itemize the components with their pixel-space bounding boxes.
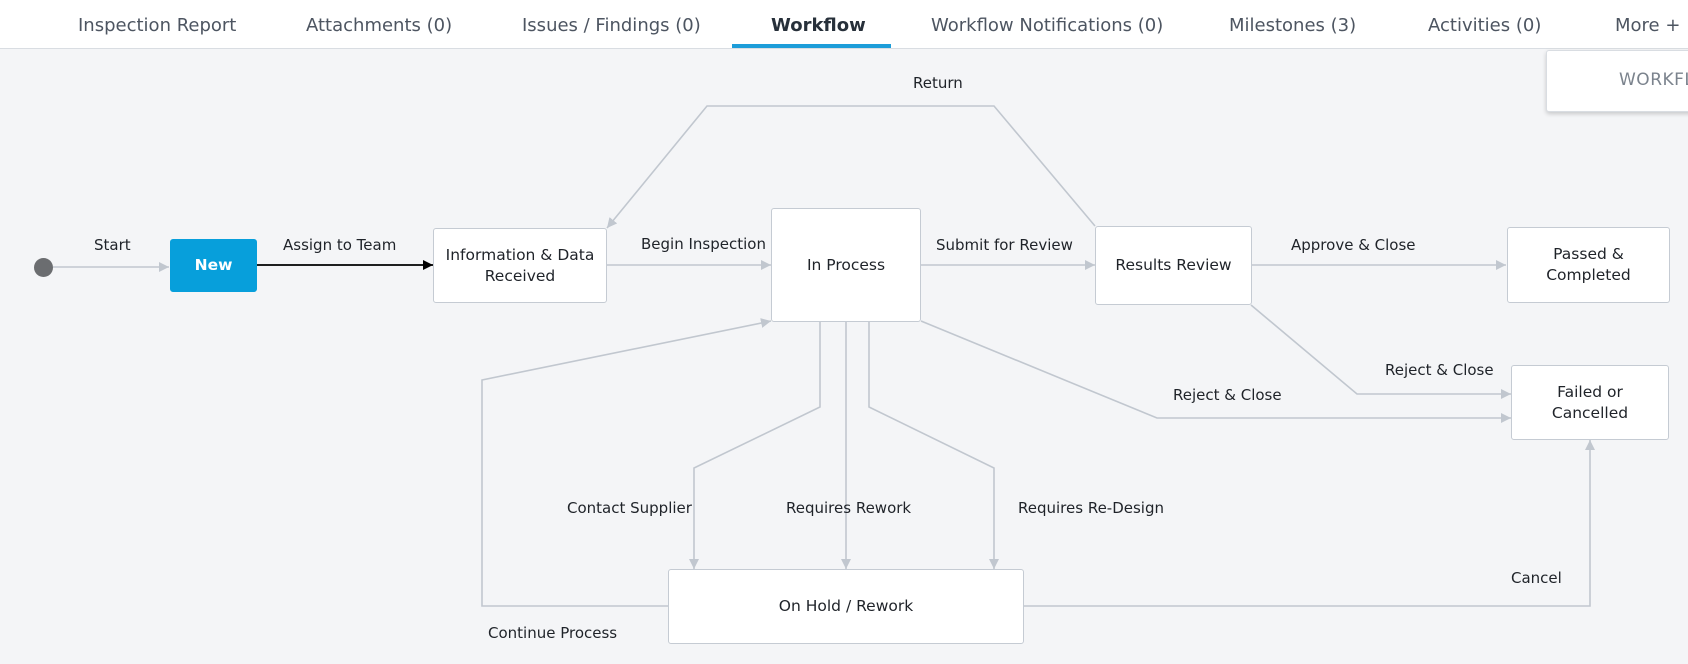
label-reject-close-review: Reject & Close (1385, 361, 1494, 379)
label-return: Return (913, 74, 963, 92)
workflow-side-panel[interactable]: WORKFL (1546, 50, 1688, 112)
connector-contact-supplier (689, 321, 821, 569)
label-contact-supplier: Contact Supplier (567, 499, 692, 517)
side-panel-label: WORKFL (1619, 70, 1688, 90)
label-requires-rework: Requires Rework (786, 499, 912, 517)
connector-continue-process (481, 318, 772, 607)
active-tab-indicator (732, 44, 891, 48)
label-requires-redesign: Requires Re-Design (1018, 499, 1165, 517)
start-node (34, 258, 53, 277)
tab-milestones[interactable]: Milestones (3) (1229, 15, 1357, 36)
tab-bar: Inspection Report Attachments (0) Issues… (0, 0, 1688, 49)
state-info-received[interactable]: Information & Data Received (433, 228, 607, 303)
state-new[interactable]: New (170, 239, 257, 292)
state-failed-cancelled[interactable]: Failed or Cancelled (1511, 365, 1669, 440)
connector-cancel (1023, 440, 1595, 607)
state-results-review[interactable]: Results Review (1095, 226, 1252, 305)
label-assign-team: Assign to Team (283, 236, 397, 254)
connector-reject-process (920, 320, 1511, 423)
label-reject-close-process: Reject & Close (1173, 386, 1282, 404)
tab-workflow[interactable]: Workflow (771, 15, 866, 36)
tab-more[interactable]: More + (1615, 15, 1681, 36)
label-cancel: Cancel (1511, 569, 1562, 587)
state-passed-completed[interactable]: Passed & Completed (1507, 227, 1670, 303)
label-start: Start (94, 236, 131, 254)
tab-attachments[interactable]: Attachments (0) (306, 15, 453, 36)
label-approve-close: Approve & Close (1291, 236, 1416, 254)
connector-requires-redesign (868, 321, 999, 569)
tab-workflow-notifications[interactable]: Workflow Notifications (0) (931, 15, 1164, 36)
label-continue-process: Continue Process (488, 624, 618, 642)
label-begin-inspection: Begin Inspection (641, 235, 766, 253)
tab-issues-findings[interactable]: Issues / Findings (0) (522, 15, 701, 36)
label-submit-review: Submit for Review (936, 236, 1073, 254)
state-in-process[interactable]: In Process (771, 208, 921, 322)
connector-return (606, 105, 1096, 229)
state-on-hold-rework[interactable]: On Hold / Rework (668, 569, 1024, 644)
tab-activities[interactable]: Activities (0) (1428, 15, 1542, 36)
connector-reject-review (1250, 304, 1511, 399)
tab-inspection-report[interactable]: Inspection Report (78, 15, 237, 36)
